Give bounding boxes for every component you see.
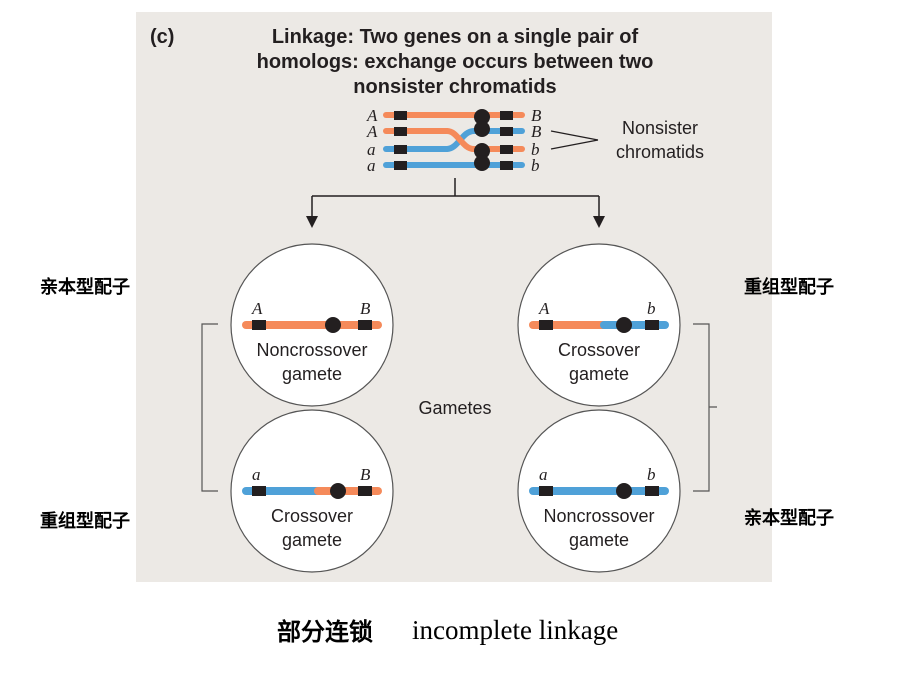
split-arrows bbox=[311, 178, 600, 218]
arrow-head-right bbox=[593, 216, 605, 228]
panel-title-line-3: nonsister chromatids bbox=[353, 76, 556, 98]
gamete-bottom-left: a B Crossover gamete bbox=[230, 409, 394, 573]
gamete-2-label-line-2: gamete bbox=[569, 364, 629, 384]
gamete-2-label-line-1: Crossover bbox=[558, 340, 640, 360]
chromatid-3-right-allele: b bbox=[531, 140, 540, 159]
chromatid-2-left-allele: A bbox=[366, 122, 378, 141]
panel-label: (c) bbox=[150, 26, 174, 48]
gamete-1-left-allele: A bbox=[251, 299, 263, 318]
panel-title-line-2: homologs: exchange occurs between two bbox=[257, 51, 654, 73]
caption-chinese: 部分连锁 bbox=[277, 618, 373, 646]
nonsister-pointer bbox=[550, 130, 599, 150]
chromatid-bundle: A A a a B B b b bbox=[366, 106, 542, 175]
panel-title-line-1: Linkage: Two genes on a single pair of bbox=[272, 26, 639, 48]
chromatid-1-left-allele: A bbox=[366, 106, 378, 125]
chromatid-2-right-allele: B bbox=[531, 122, 542, 141]
chromatid-4-left-allele: a bbox=[367, 156, 376, 175]
arrow-head-left bbox=[306, 216, 318, 228]
centromeres bbox=[474, 109, 490, 171]
gamete-4-label-line-2: gamete bbox=[569, 530, 629, 550]
annotation-bottom-right: 亲本型配子 bbox=[744, 507, 834, 529]
chromatid-1-right-allele: B bbox=[531, 106, 542, 125]
gamete-2-left-allele: A bbox=[538, 299, 550, 318]
annotation-top-left: 亲本型配子 bbox=[40, 276, 130, 298]
gametes-label: Gametes bbox=[418, 398, 491, 418]
chromatid-4-right-allele: b bbox=[531, 156, 540, 175]
gamete-1-right-allele: B bbox=[360, 299, 371, 318]
gamete-top-left: A B Noncrossover gamete bbox=[230, 243, 394, 407]
gamete-1-label-line-2: gamete bbox=[282, 364, 342, 384]
gamete-4-label-line-1: Noncrossover bbox=[543, 506, 654, 526]
gamete-top-right: A b Crossover gamete bbox=[517, 243, 681, 407]
right-bracket bbox=[693, 323, 717, 492]
gamete-4-left-allele: a bbox=[539, 465, 548, 484]
gamete-4-right-allele: b bbox=[647, 465, 656, 484]
gamete-3-label-line-2: gamete bbox=[282, 530, 342, 550]
left-bracket bbox=[201, 323, 218, 492]
gamete-2-right-allele: b bbox=[647, 299, 656, 318]
annotation-bottom-left: 重组型配子 bbox=[40, 510, 130, 532]
gamete-bottom-right: a b Noncrossover gamete bbox=[517, 409, 681, 573]
nonsister-label-line-2: chromatids bbox=[616, 142, 704, 162]
annotation-top-right: 重组型配子 bbox=[744, 276, 834, 298]
nonsister-label-line-1: Nonsister bbox=[622, 118, 698, 138]
caption-english: incomplete linkage bbox=[412, 615, 618, 645]
gamete-3-label-line-1: Crossover bbox=[271, 506, 353, 526]
chromatid-markers bbox=[394, 111, 513, 170]
chromatid-3-left-allele: a bbox=[367, 140, 376, 159]
gamete-3-right-allele: B bbox=[360, 465, 371, 484]
gamete-1-label-line-1: Noncrossover bbox=[256, 340, 367, 360]
gamete-3-left-allele: a bbox=[252, 465, 261, 484]
